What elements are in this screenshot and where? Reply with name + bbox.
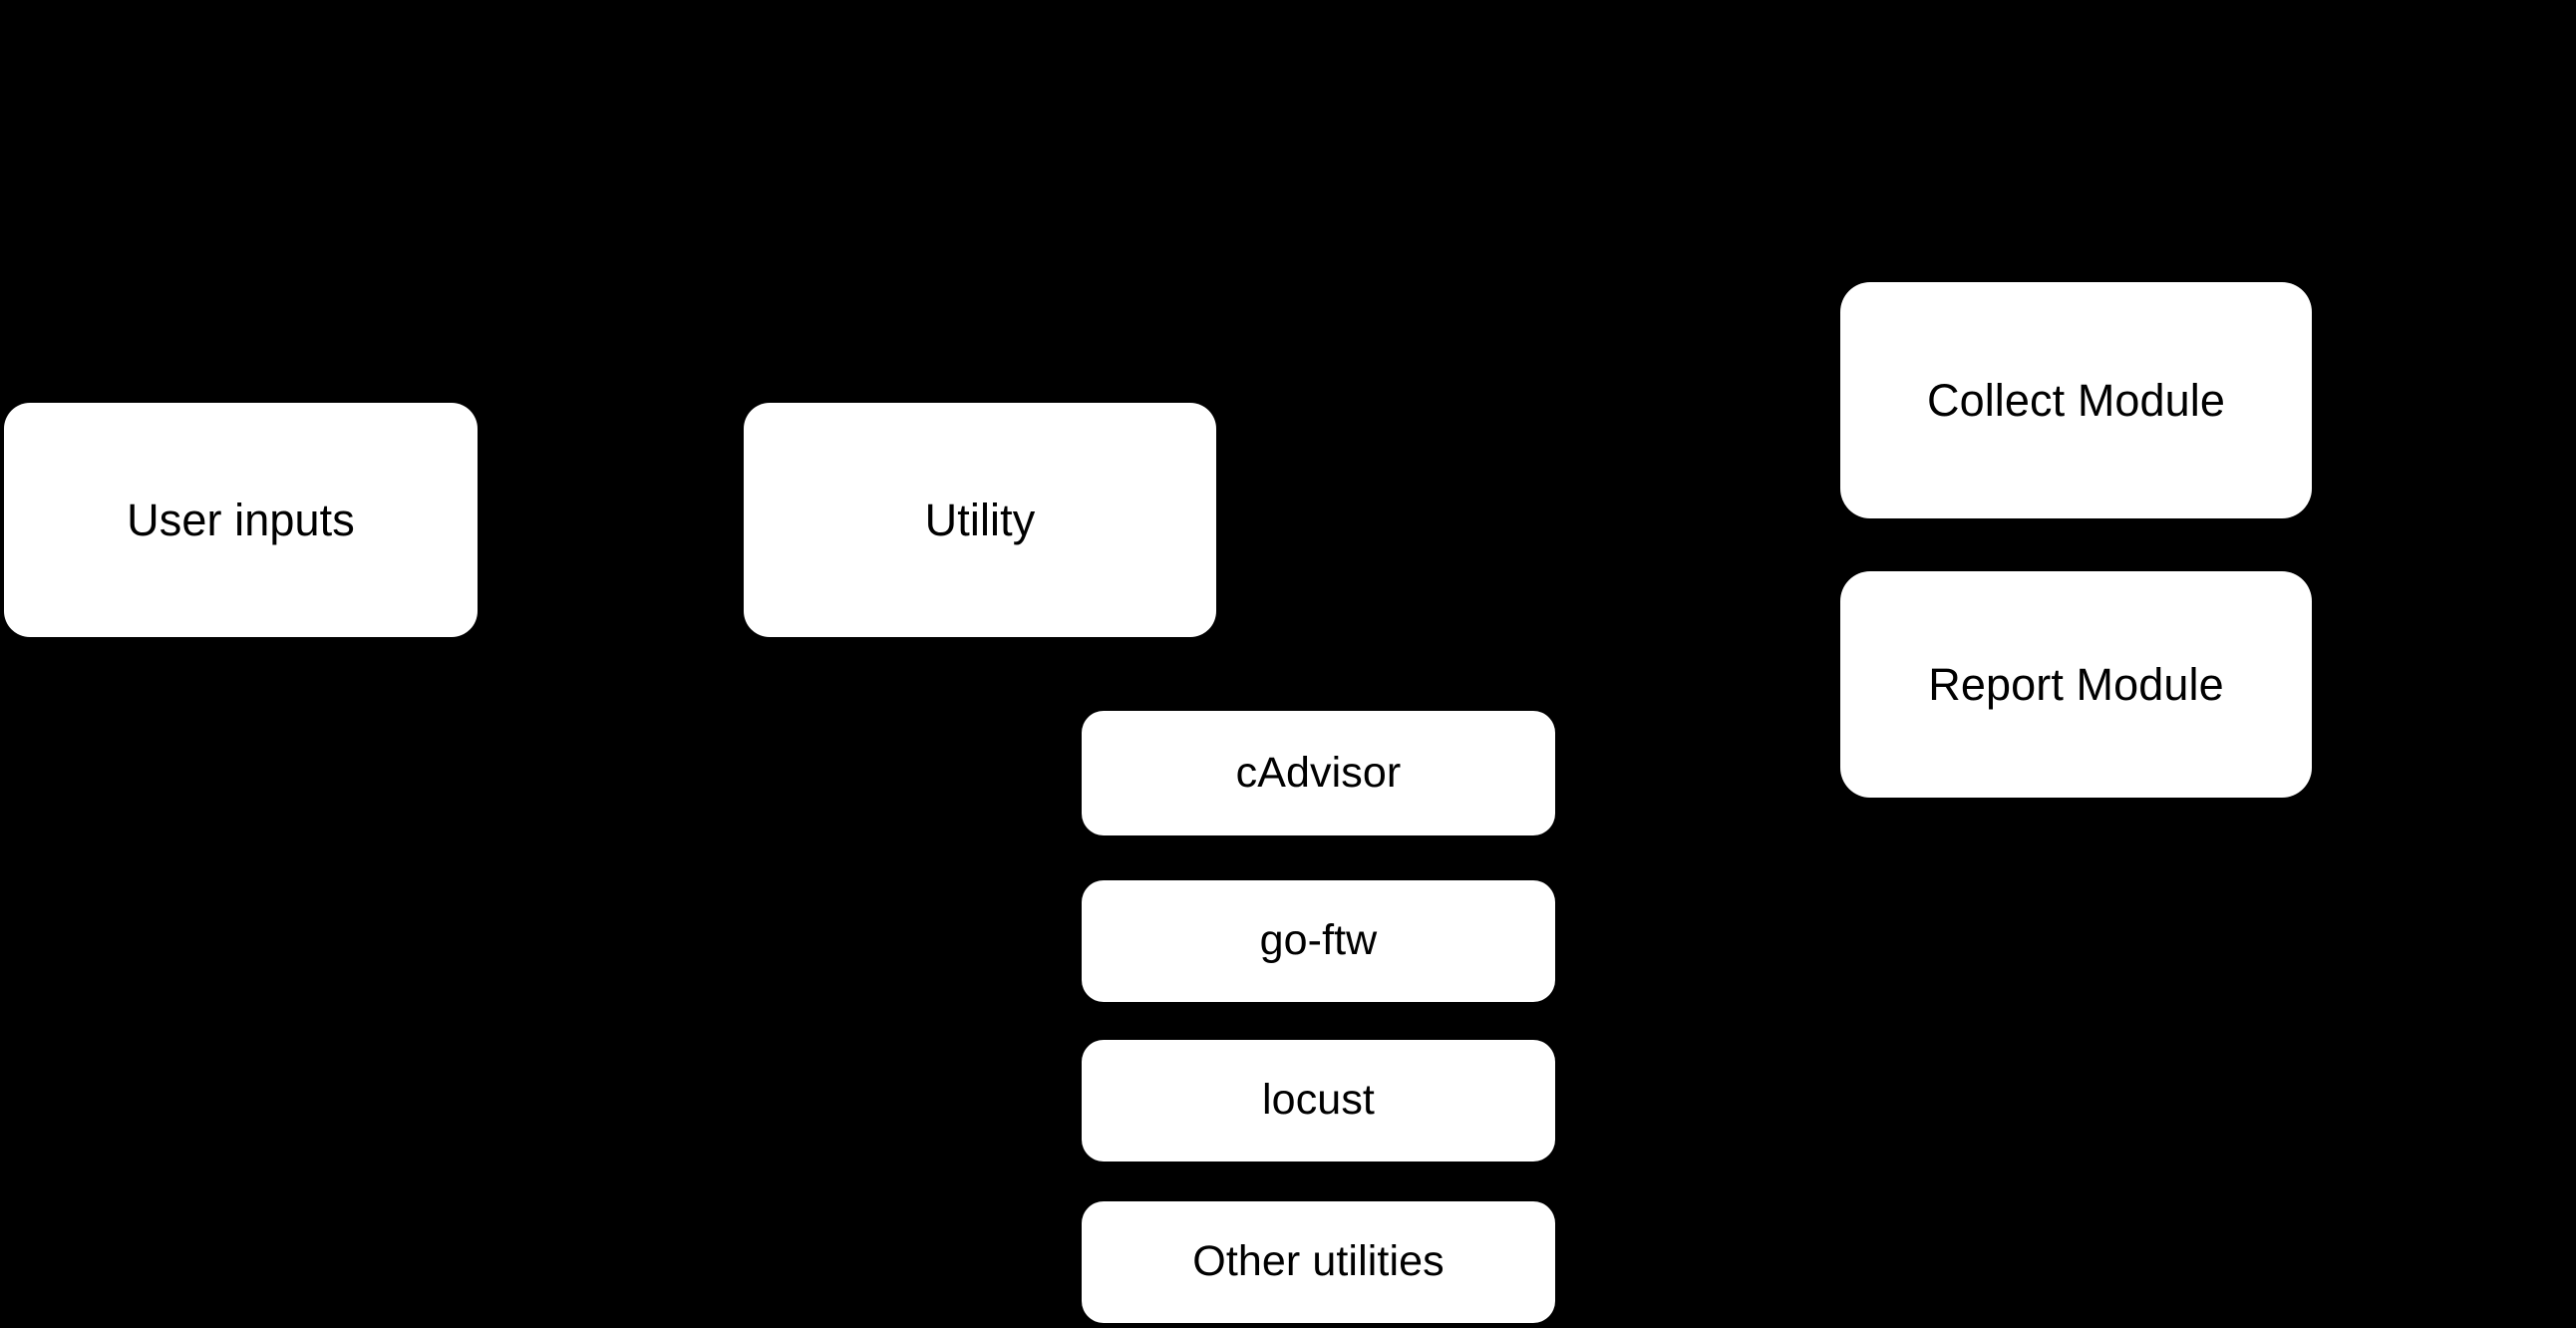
node-locust[interactable]: locust [1082,1040,1555,1162]
node-label-locust: locust [1262,1076,1375,1125]
node-report-module[interactable]: Report Module [1840,571,2312,798]
node-utility[interactable]: Utility [744,403,1216,637]
node-go-ftw[interactable]: go-ftw [1082,880,1555,1002]
node-label-utility: Utility [924,494,1036,545]
node-collect-module[interactable]: Collect Module [1840,282,2312,518]
node-cadvisor[interactable]: cAdvisor [1082,711,1555,835]
node-label-other-utilities: Other utilities [1192,1237,1445,1286]
node-label-cadvisor: cAdvisor [1235,748,1402,797]
node-label-go-ftw: go-ftw [1259,916,1378,965]
node-user-inputs[interactable]: User inputs [4,403,478,637]
node-label-collect-module: Collect Module [1926,374,2226,426]
node-other-utilities[interactable]: Other utilities [1082,1201,1555,1323]
node-label-report-module: Report Module [1928,658,2224,710]
node-label-user-inputs: User inputs [127,494,355,545]
